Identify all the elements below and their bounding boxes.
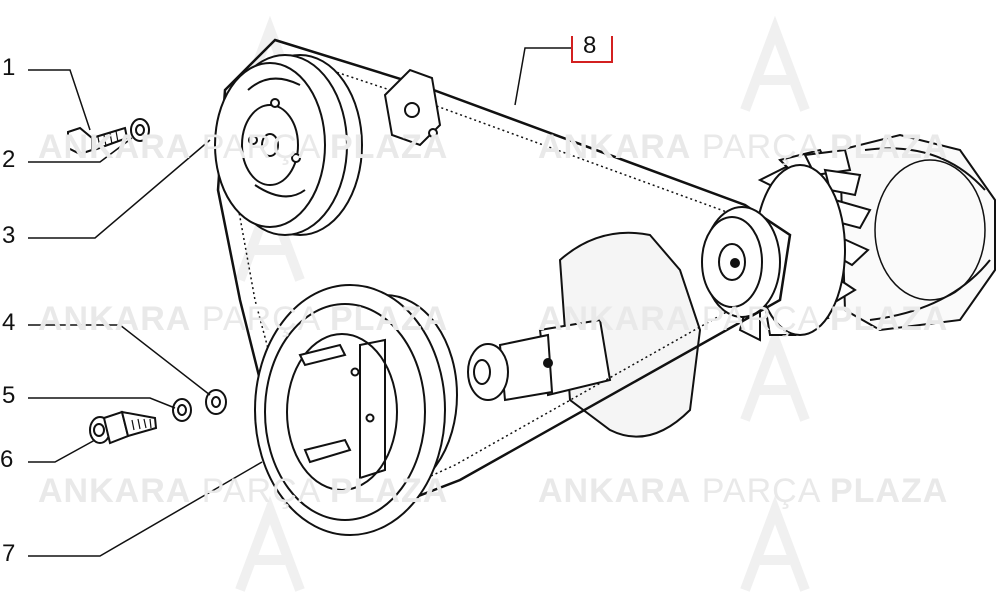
callout-3: 3 [2, 222, 16, 249]
callout-5: 5 [2, 382, 16, 409]
crankshaft [467, 231, 702, 438]
alternator [738, 133, 996, 342]
tensioner-bracket [383, 68, 442, 147]
socket-screw-6 [89, 410, 158, 445]
callout-6: 6 [0, 446, 14, 473]
callout-8: 8 [583, 32, 597, 59]
watermark-text: ANKARA PARÇA PLAZA [38, 300, 449, 338]
watermark-text: ANKARA PARÇA PLAZA [538, 300, 949, 338]
upper-pulley [214, 54, 363, 236]
callout-1: 1 [2, 54, 16, 81]
crankshaft-pulley [254, 284, 458, 536]
leader-lines [28, 47, 572, 557]
callout-2: 2 [2, 146, 16, 173]
callout-box-8 [571, 36, 613, 63]
spring-washer-5 [172, 398, 192, 422]
watermark-text: ANKARA PARÇA PLAZA [538, 472, 949, 510]
watermark-text: ANKARA PARÇA PLAZA [38, 472, 449, 510]
watermark-text: ANKARA PARÇA PLAZA [38, 128, 449, 166]
washer-2 [130, 118, 150, 142]
washer-4 [205, 389, 227, 415]
alternator-pulley [701, 206, 781, 318]
bolt-1 [67, 126, 129, 156]
watermark-text: ANKARA PARÇA PLAZA [538, 128, 949, 166]
callout-7: 7 [2, 540, 16, 567]
callout-4: 4 [2, 309, 16, 336]
